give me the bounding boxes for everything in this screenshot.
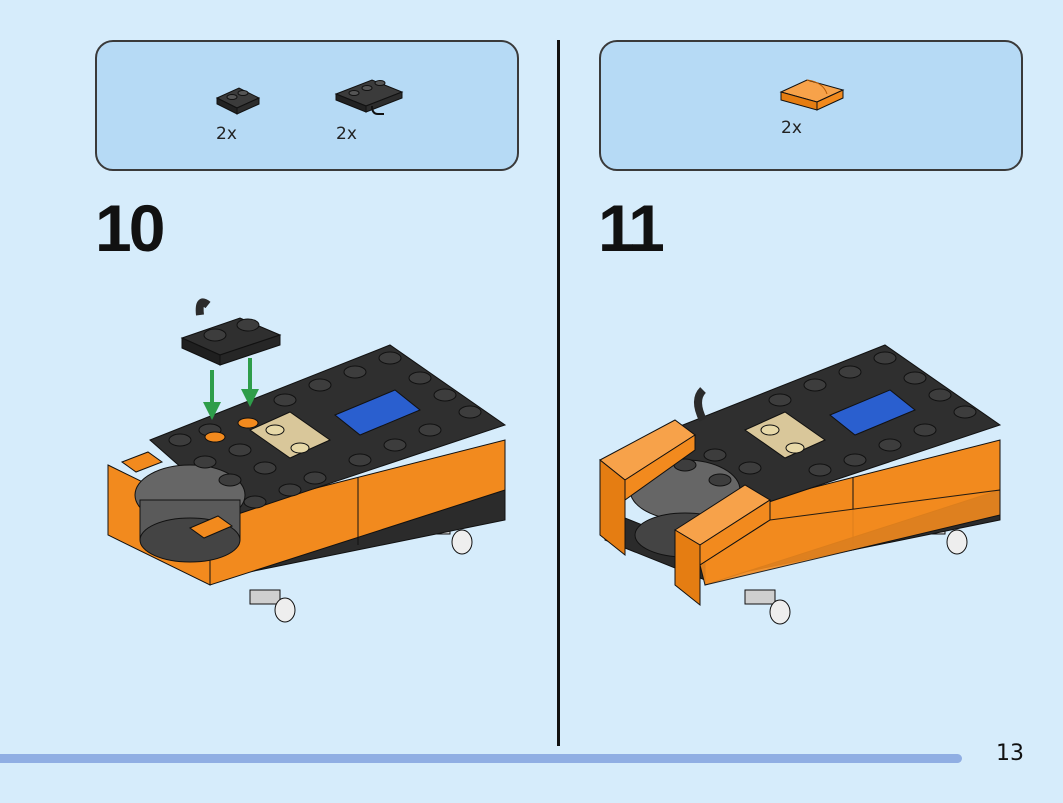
part-qty: 2x [781, 118, 802, 138]
orange-curved-slope-icon [779, 79, 845, 111]
black-plate-clip-icon [334, 79, 404, 115]
parts-callout-step-10: 2x 2x [95, 40, 519, 171]
insertion-arrow-icon [203, 358, 259, 420]
page-number: 13 [996, 741, 1024, 766]
progress-bar [0, 754, 962, 763]
black-plate-1x2-icon [215, 87, 261, 115]
step-number-11: 11 [598, 191, 665, 265]
parts-callout-step-11: 2x [599, 40, 1023, 171]
part-qty: 2x [336, 124, 357, 144]
part-qty: 2x [216, 124, 237, 144]
step-11-model-illustration [599, 344, 1002, 625]
step-10-model-illustration [107, 298, 507, 623]
column-divider [557, 40, 560, 746]
step-number-10: 10 [95, 191, 165, 265]
